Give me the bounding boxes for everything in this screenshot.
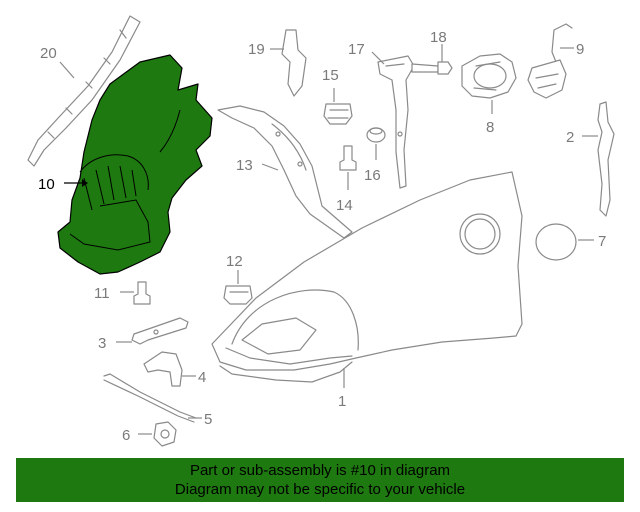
callout-12[interactable]: 12 (226, 253, 243, 270)
part-18-bolt[interactable] (411, 61, 453, 75)
callout-20[interactable]: 20 (40, 45, 57, 62)
parts-diagram: 20 10 19 15 17 18 8 (27, 15, 615, 447)
callout-17[interactable]: 17 (348, 41, 365, 58)
callout-1[interactable]: 1 (338, 393, 346, 410)
callout-5[interactable]: 5 (204, 411, 212, 428)
part-9-actuator[interactable] (527, 23, 573, 99)
part-3-bracket[interactable] (131, 317, 189, 345)
part-10-fender-liner[interactable] (57, 54, 213, 275)
callout-3[interactable]: 3 (98, 335, 106, 352)
callout-13[interactable]: 13 (236, 157, 253, 174)
callout-19[interactable]: 19 (248, 41, 265, 58)
callout-10[interactable]: 10 (38, 176, 55, 193)
part-5-rod[interactable] (103, 373, 197, 423)
banner-line-2: Diagram may not be specific to your vehi… (174, 481, 466, 498)
part-13-wheel-arch-trim[interactable] (217, 105, 353, 239)
callout-13-leader (261, 163, 279, 171)
callout-2[interactable]: 2 (566, 129, 574, 146)
callout-15[interactable]: 15 (322, 67, 339, 84)
part-14-bolt[interactable] (339, 145, 357, 171)
part-8-fuel-filler-housing[interactable] (461, 53, 517, 99)
part-1-front-fender[interactable] (211, 171, 523, 383)
part-17-bracket[interactable] (377, 55, 415, 189)
part-2-bracket[interactable] (597, 101, 615, 217)
part-20-trim-strip[interactable] (27, 15, 141, 167)
callout-14[interactable]: 14 (336, 197, 353, 214)
part-6-nut[interactable] (153, 421, 177, 447)
banner-line-1: Part or sub-assembly is #10 in diagram (189, 462, 451, 479)
callout-9[interactable]: 9 (576, 41, 584, 58)
part-7-fuel-door[interactable] (535, 223, 577, 261)
part-4-bracket[interactable] (143, 351, 183, 387)
callout-16[interactable]: 16 (364, 167, 381, 184)
callout-18[interactable]: 18 (430, 29, 447, 46)
part-16-plug[interactable] (366, 127, 386, 143)
callout-17-leader (371, 51, 385, 65)
callout-6[interactable]: 6 (122, 427, 130, 444)
callout-7[interactable]: 7 (598, 233, 606, 250)
callout-10-arrowhead (82, 179, 88, 187)
info-banner: Part or sub-assembly is #10 in diagram D… (16, 458, 624, 502)
part-11-bolt[interactable] (133, 281, 151, 305)
part-15-clip[interactable] (323, 103, 353, 125)
part-19-bracket[interactable] (281, 29, 307, 97)
callout-4[interactable]: 4 (198, 369, 206, 386)
callout-8[interactable]: 8 (486, 119, 494, 136)
part-12-clip[interactable] (223, 285, 253, 305)
callout-11[interactable]: 11 (94, 285, 110, 302)
callout-20-leader (59, 61, 75, 79)
